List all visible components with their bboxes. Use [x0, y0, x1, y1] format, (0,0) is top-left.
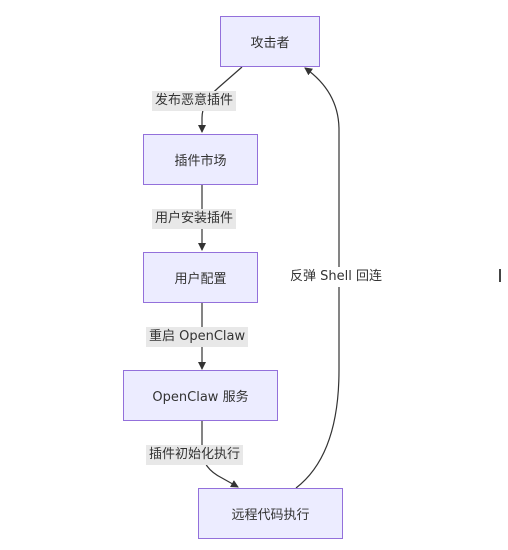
- edge-rce-to-attacker: [295, 67, 340, 489]
- edge-label-init: 插件初始化执行: [146, 445, 244, 465]
- node-user-config: 用户配置: [143, 252, 258, 303]
- edge-label-restart: 重启 OpenClaw: [146, 327, 249, 347]
- node-openclaw-service-label: OpenClaw 服务: [152, 390, 249, 405]
- edge-label-publish: 发布恶意插件: [152, 91, 237, 111]
- edge-label-install: 用户安装插件: [152, 209, 237, 229]
- node-attacker: 攻击者: [220, 16, 320, 67]
- node-remote-code-execution-label: 远程代码执行: [231, 508, 310, 523]
- node-openclaw-service: OpenClaw 服务: [123, 370, 278, 421]
- edge-marker: [499, 269, 501, 282]
- node-plugin-market-label: 插件市场: [174, 154, 227, 169]
- node-remote-code-execution: 远程代码执行: [198, 488, 343, 539]
- node-plugin-market: 插件市场: [143, 134, 258, 185]
- edge-label-reverse-shell: 反弹 Shell 回连: [287, 267, 385, 287]
- node-attacker-label: 攻击者: [250, 36, 290, 51]
- node-user-config-label: 用户配置: [174, 272, 227, 287]
